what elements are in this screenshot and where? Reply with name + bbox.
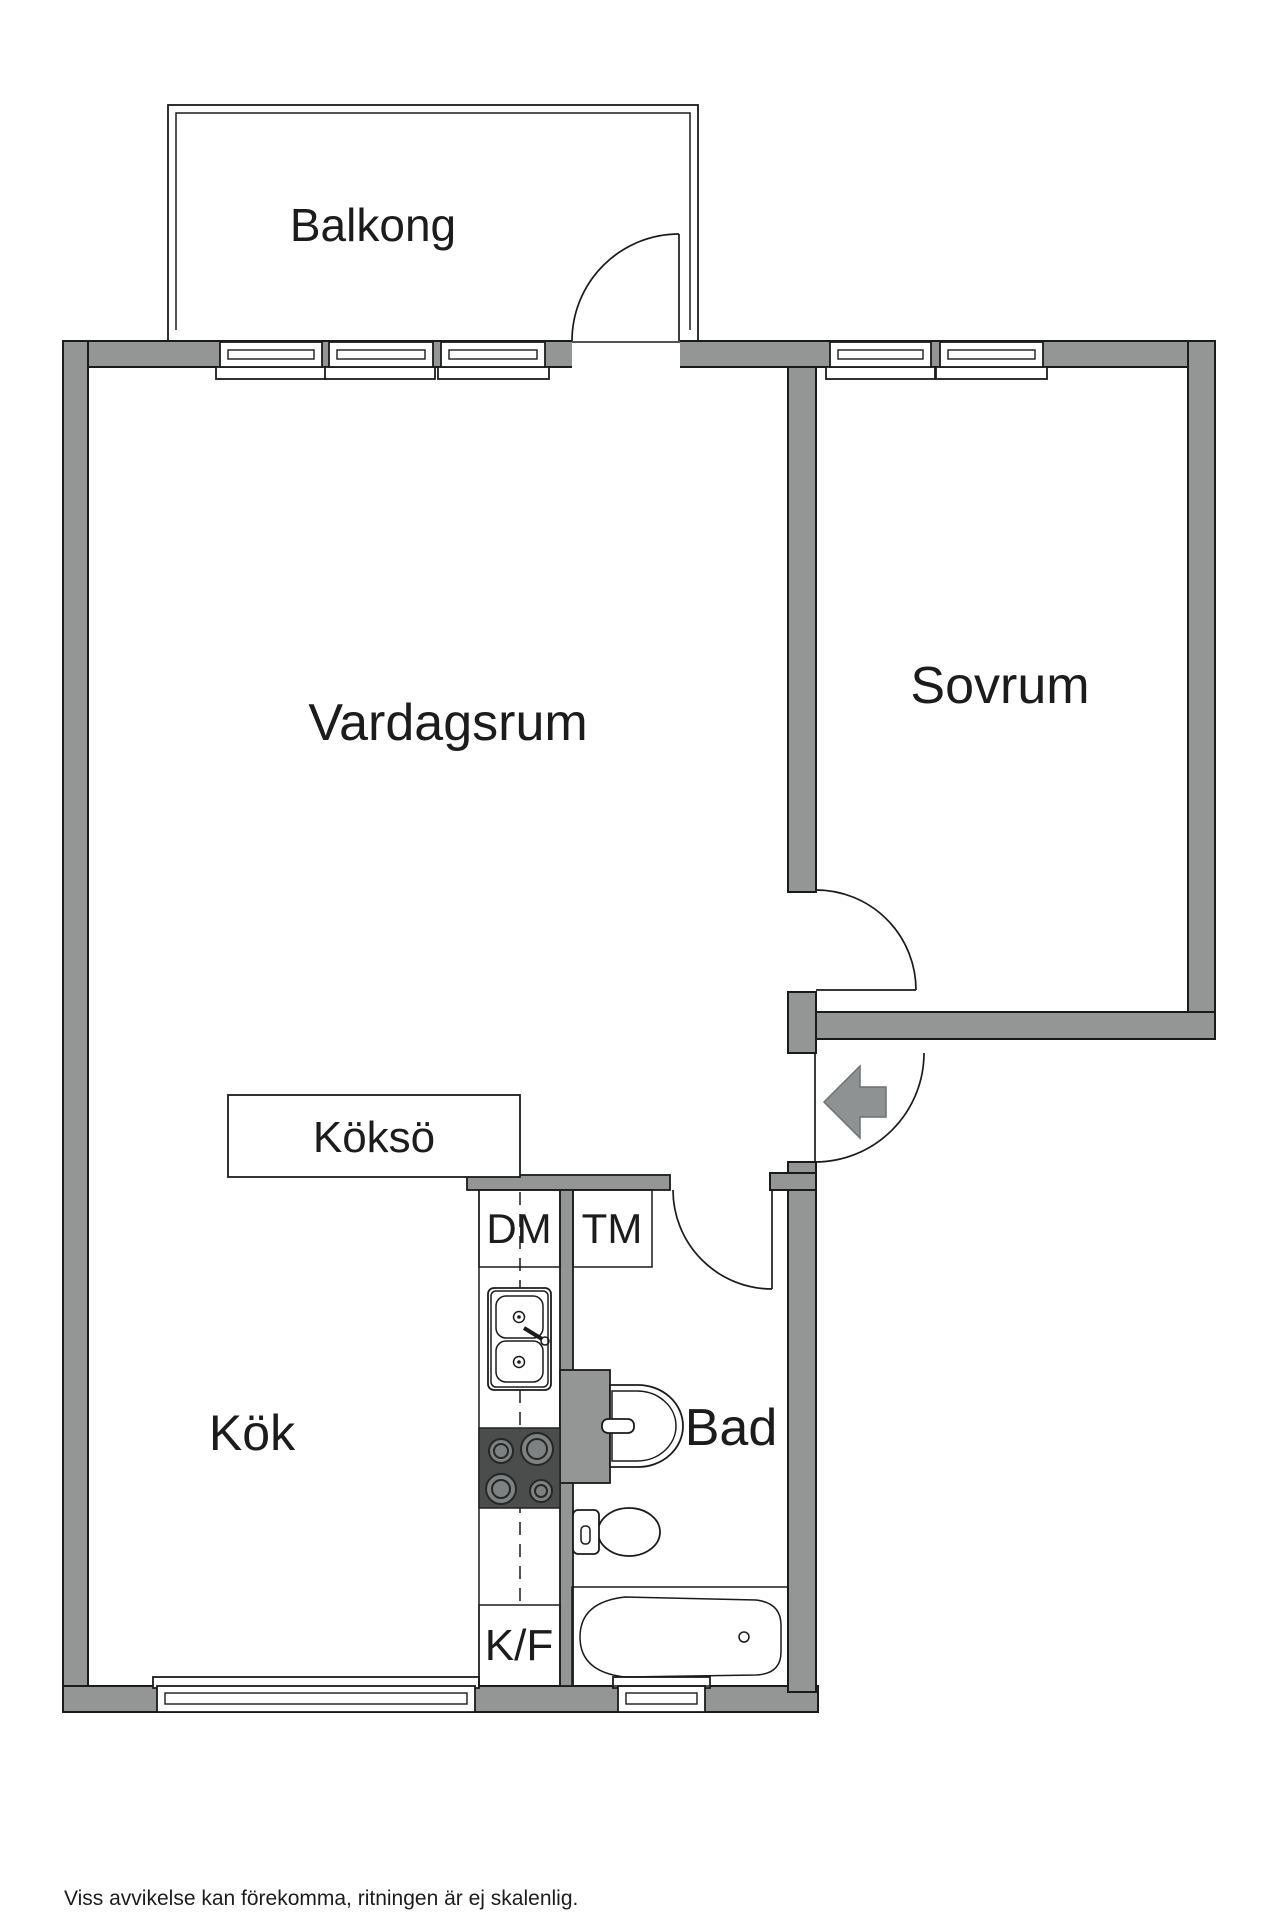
window-pane <box>219 341 323 368</box>
hall-door-jamb <box>769 1172 817 1191</box>
entry-door <box>814 1052 925 1163</box>
bath-label: Bad <box>685 1399 778 1457</box>
kitchen-counter <box>478 1189 653 1687</box>
window-pane <box>617 1685 706 1713</box>
window-glazing <box>448 349 538 360</box>
hall-door-arc <box>672 1189 773 1290</box>
right-wall <box>1187 340 1216 1040</box>
window-pane <box>829 341 932 368</box>
sink-drain <box>512 1310 526 1324</box>
window-sill <box>935 366 1048 380</box>
disclaimer-text: Viss avvikelse kan förekomma, ritningen … <box>64 1887 578 1910</box>
washing-machine-box <box>572 1189 653 1268</box>
bedroom-door <box>815 889 917 991</box>
window-glazing <box>947 349 1036 360</box>
kitchen-island-label: Köksö <box>313 1113 435 1162</box>
stove-burner-inner <box>491 1479 511 1499</box>
toilet-cistern <box>572 1509 600 1555</box>
window-pane <box>939 341 1044 368</box>
window-glazing <box>164 1692 468 1705</box>
stove <box>478 1427 561 1509</box>
living-bedroom-wall <box>787 366 817 893</box>
bath-sink-faucet <box>601 1418 635 1434</box>
bath-sink-bowl <box>609 1384 684 1468</box>
fridge-freezer-label: K/F <box>485 1621 553 1670</box>
dishwasher-label: DM <box>486 1205 551 1252</box>
entry-door-arc <box>814 1052 925 1163</box>
window-glazing <box>336 349 426 360</box>
bedroom-bottom-wall <box>787 1011 1216 1040</box>
sink-faucet-knob <box>540 1336 550 1346</box>
stove-burner-inner <box>493 1443 509 1459</box>
balcony-label: Balkong <box>290 199 456 251</box>
bedroom-windows <box>825 341 1048 380</box>
balcony-door <box>571 233 680 370</box>
sink-drain <box>512 1355 526 1369</box>
hall-wall-segment <box>787 991 817 1054</box>
window-sill <box>324 366 436 380</box>
toilet-button <box>580 1525 591 1545</box>
washing-machine-label: TM <box>582 1205 643 1252</box>
bath-sink-inner <box>611 1390 677 1462</box>
window-pane <box>440 341 546 368</box>
walls <box>62 340 1216 1713</box>
stove-burner-inner <box>526 1438 548 1460</box>
sink-drain-dot <box>517 1315 521 1319</box>
bathtub <box>571 1586 789 1687</box>
window-glazing <box>227 349 315 360</box>
bathtub-enclosure <box>571 1586 789 1687</box>
bath-sink <box>601 1384 684 1468</box>
window-glazing <box>625 1692 698 1705</box>
bathtub-tub <box>579 1596 782 1678</box>
window-sill <box>437 366 550 380</box>
fridge-freezer-box <box>478 1604 561 1687</box>
bath-window <box>612 1676 711 1713</box>
kitchen-island-counter <box>227 1094 521 1178</box>
bedroom-door-arc <box>815 889 917 991</box>
sink-basin-bottom <box>495 1340 544 1383</box>
sink-drain-dot <box>517 1360 521 1364</box>
hall-door <box>672 1189 773 1290</box>
entry-arrow-icon <box>822 1064 887 1140</box>
kitchen-sink <box>487 1287 552 1391</box>
window-sill <box>215 366 327 380</box>
sink-basin-top <box>495 1295 544 1339</box>
window-pane <box>328 341 434 368</box>
window-sill <box>825 366 936 380</box>
left-wall <box>62 340 89 1713</box>
sink-faucet <box>522 1326 544 1341</box>
living-room-label: Vardagsrum <box>308 694 587 752</box>
kitchen-island <box>227 1094 521 1178</box>
toilet-bowl <box>597 1507 661 1557</box>
toilet <box>572 1507 661 1557</box>
stove-burner-inner <box>534 1484 548 1498</box>
bath-east-wall <box>787 1161 817 1693</box>
bedroom-label: Sovrum <box>910 657 1089 715</box>
balcony-door-arc <box>571 233 680 342</box>
window-glazing <box>837 349 924 360</box>
bathtub-drain <box>738 1631 750 1643</box>
kitchen-label: Kök <box>209 1405 296 1461</box>
window-pane <box>156 1685 476 1713</box>
living-room-windows <box>215 341 550 380</box>
balcony-door-opening <box>572 338 680 370</box>
kitchen-window <box>152 1676 480 1713</box>
sink-unit <box>487 1287 552 1391</box>
